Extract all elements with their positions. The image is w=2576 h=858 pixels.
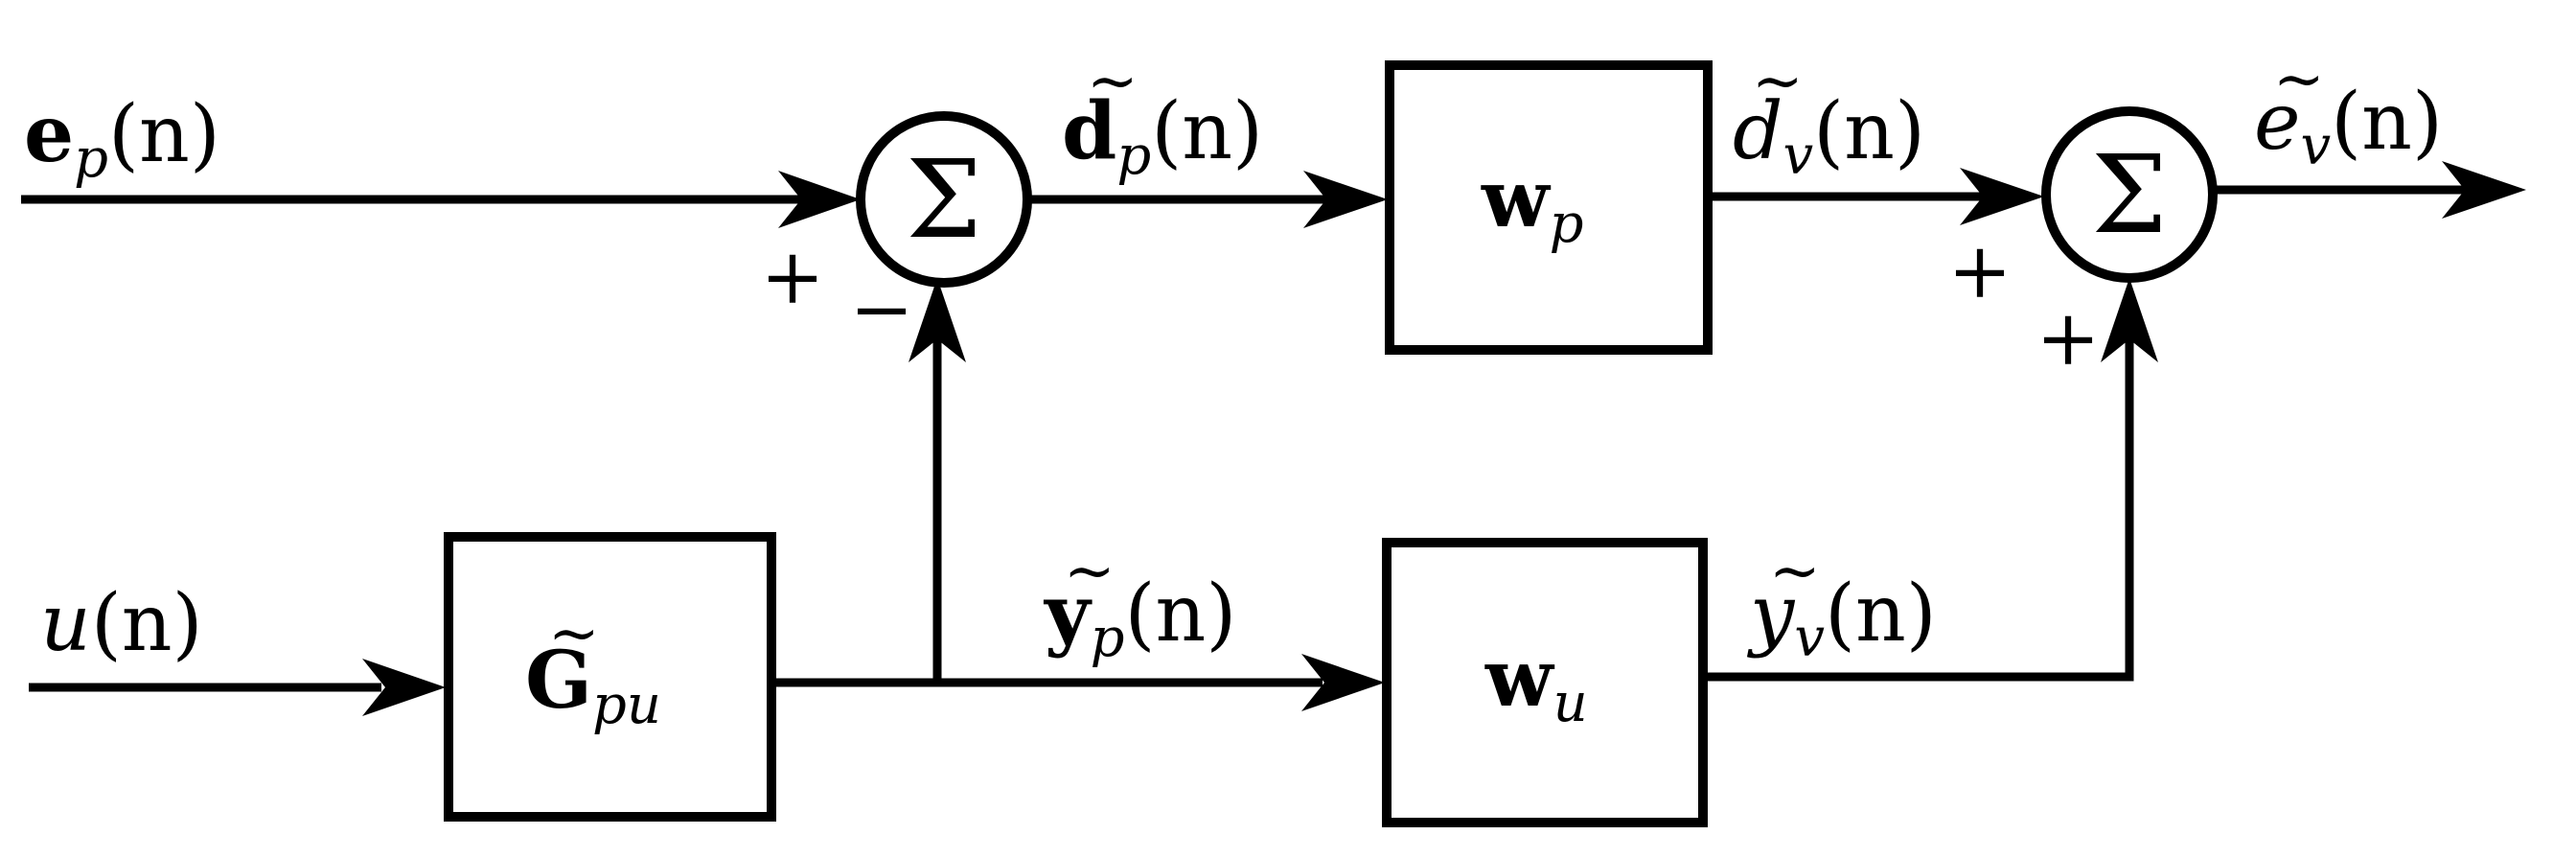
svg-text:~: ~ (1064, 536, 1116, 607)
block-label-gpu: ~ Gpu (525, 598, 661, 736)
svg-text:yv(n): yv(n) (1746, 568, 1937, 669)
svg-text:yp(n): yp(n) (1043, 568, 1236, 669)
arrowhead-dp (1303, 171, 1388, 228)
arrowhead-branch-up (908, 278, 966, 362)
sum1-symbol: Σ (906, 138, 981, 263)
svg-text:~: ~ (548, 598, 600, 669)
sum2-symbol: Σ (2091, 133, 2167, 258)
svg-text:dv(n): dv(n) (1733, 86, 1925, 187)
signal-label-u: u(n) (40, 578, 203, 669)
wire-wu-to-sum2 (1706, 331, 2134, 682)
signal-label-dv: ~ dv(n) (1733, 46, 1925, 187)
arrowhead-ep (778, 171, 861, 228)
block-gpu (444, 532, 776, 822)
sum1-minus-sign: − (849, 265, 913, 354)
sum2-plus-sign-left: + (1947, 226, 2012, 315)
block-label-wp: wp (1481, 153, 1583, 255)
svg-text:~: ~ (1087, 46, 1138, 117)
block-label-wu: wu (1484, 633, 1588, 734)
svg-text:~: ~ (1769, 536, 1821, 607)
sum2-plus-sign-bottom: + (2036, 293, 2100, 383)
signal-label-dp: ~ dp(n) (1062, 46, 1263, 187)
arrowhead-yp (1301, 654, 1385, 711)
svg-text:~: ~ (2273, 44, 2325, 115)
arrowhead-yv-up (2101, 278, 2158, 362)
arrowhead-u (362, 659, 446, 716)
svg-text:ev(n): ev(n) (2254, 77, 2443, 177)
signal-label-ev: ~ ev(n) (2254, 44, 2443, 177)
signal-label-yv: ~ yv(n) (1746, 536, 1937, 669)
arrowhead-output (2442, 161, 2526, 219)
block-wu (1382, 538, 1708, 827)
svg-text:~: ~ (1752, 46, 1804, 117)
signal-label-ep: ep(n) (24, 88, 220, 190)
summing-junction-2 (2041, 106, 2218, 283)
svg-text:dp(n): dp(n) (1062, 85, 1263, 187)
sum1-plus-sign: + (760, 232, 824, 321)
block-wp (1385, 60, 1713, 355)
svg-text:Gpu: Gpu (525, 635, 661, 736)
arrowhead-dv (1960, 168, 2044, 225)
summing-junction-1 (856, 111, 1032, 288)
signal-label-yp: ~ yp(n) (1043, 536, 1236, 669)
